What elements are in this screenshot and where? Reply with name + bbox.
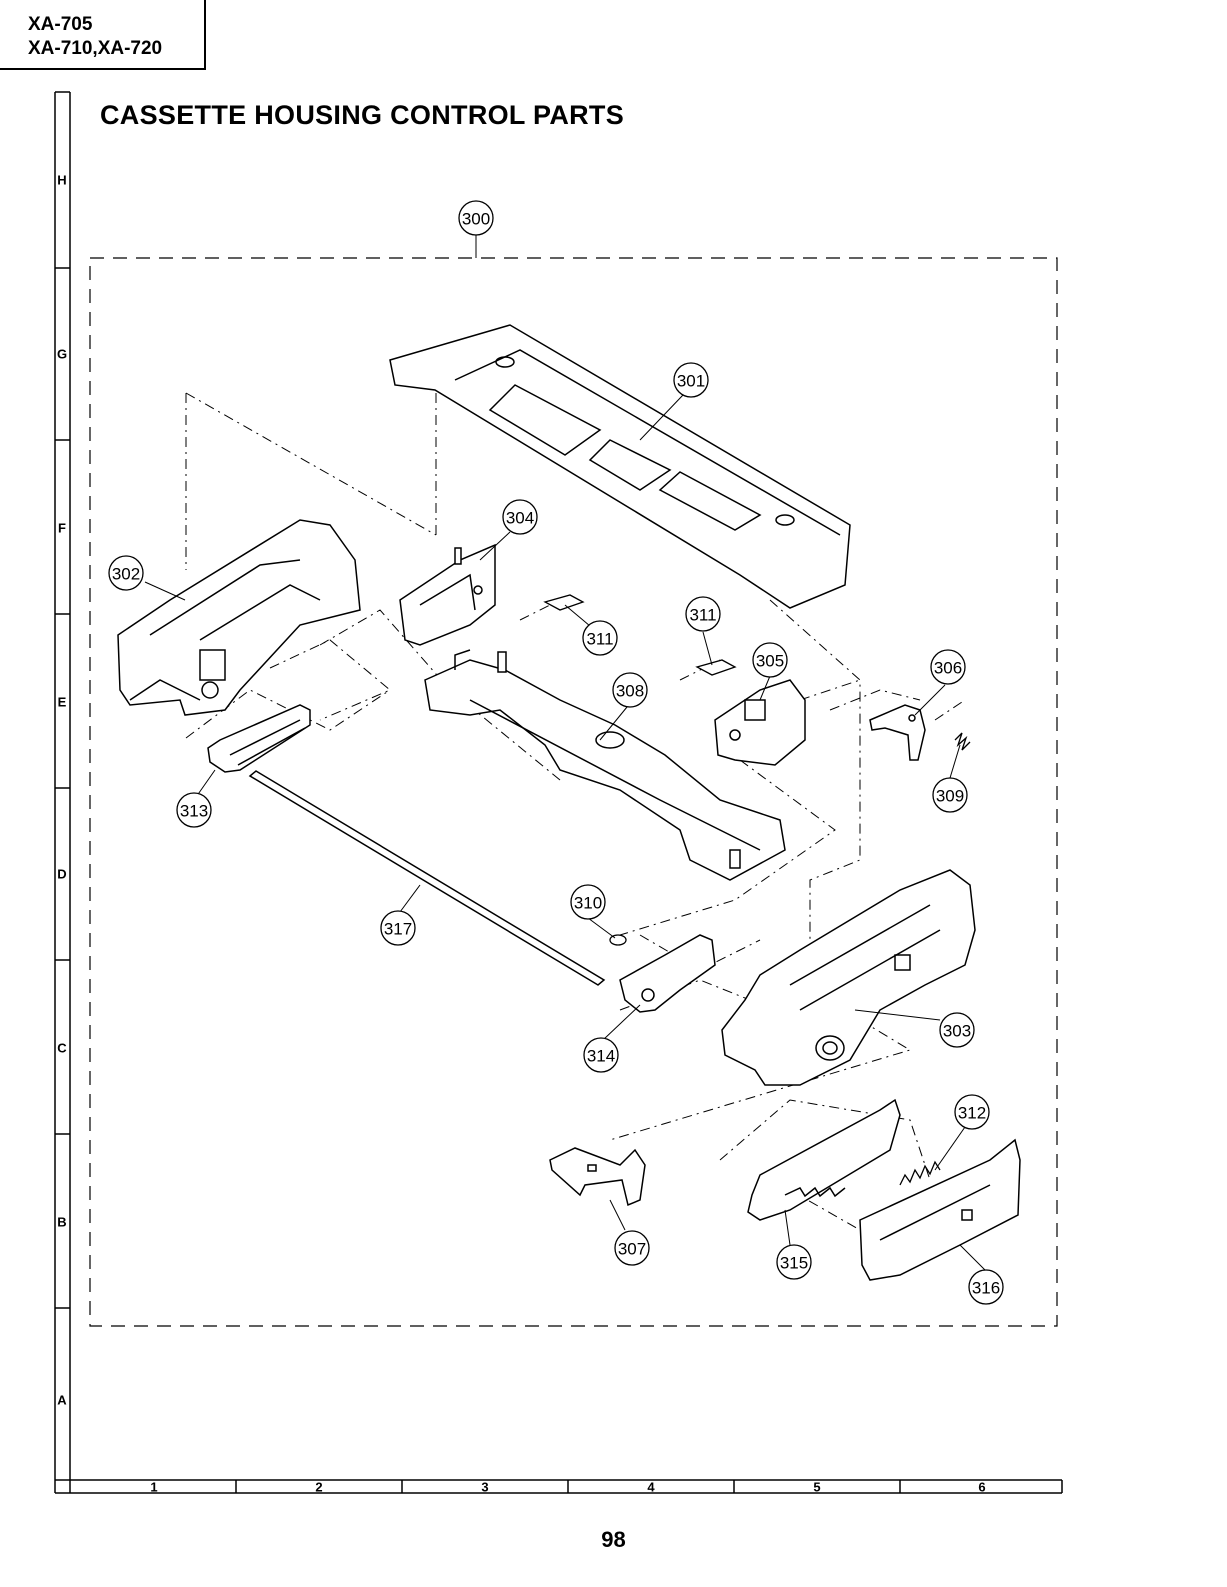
row-label: D	[57, 867, 66, 882]
callout-label-308: 308	[616, 682, 644, 701]
callout-label-315: 315	[780, 1254, 808, 1273]
part-317-shaft	[250, 771, 604, 985]
part-303-right-frame	[722, 870, 975, 1085]
column-ruler	[55, 1480, 1062, 1493]
column-label: 1	[150, 1480, 157, 1495]
column-label: 3	[481, 1480, 488, 1495]
callout-label-301: 301	[677, 372, 705, 391]
callout-label-307: 307	[618, 1240, 646, 1259]
callout-label-316: 316	[972, 1279, 1000, 1298]
callout-label-302: 302	[112, 565, 140, 584]
row-label: F	[58, 521, 66, 536]
row-ruler	[55, 92, 70, 1493]
row-label: C	[57, 1041, 67, 1056]
callout-label-317: 317	[384, 920, 412, 939]
column-label: 6	[978, 1480, 985, 1495]
column-label: 4	[647, 1480, 655, 1495]
part-316-plate-slider	[860, 1140, 1020, 1280]
part-315-rack-slider	[748, 1100, 900, 1220]
callout-label-311-upper: 311	[586, 630, 613, 649]
column-label: 5	[813, 1480, 820, 1495]
callout-label-300: 300	[462, 210, 490, 229]
part-311-clip-lower	[697, 660, 735, 675]
column-label: 2	[315, 1480, 322, 1495]
row-label: G	[57, 347, 67, 362]
part-305-bracket	[715, 680, 805, 765]
part-311-clip-upper	[545, 595, 583, 610]
callout-label-306: 306	[934, 659, 962, 678]
part-307-lever	[550, 1148, 645, 1205]
callout-label-311-lower: 311	[689, 606, 716, 625]
part-309-spring	[955, 733, 970, 750]
part-302-left-frame	[118, 520, 360, 715]
callout-label-313: 313	[180, 802, 208, 821]
callout-label-309: 309	[936, 787, 964, 806]
row-label: B	[57, 1215, 66, 1230]
callout-label-305: 305	[756, 652, 784, 671]
part-313-slider	[208, 705, 310, 772]
callout-label-303: 303	[943, 1022, 971, 1041]
callout-label-304: 304	[506, 509, 534, 528]
part-312-spring	[900, 1162, 940, 1185]
callout-label-314: 314	[587, 1047, 615, 1066]
row-label: A	[57, 1393, 67, 1408]
row-ruler-labels: H G F E D C B A	[57, 173, 67, 1408]
callout-label-312: 312	[958, 1104, 986, 1123]
assembly-guide-lines	[186, 393, 965, 1230]
row-label: E	[58, 695, 67, 710]
page-number: 98	[0, 1527, 1227, 1553]
part-314-lever	[620, 935, 715, 1012]
part-308-base-plate	[425, 650, 785, 880]
row-label: H	[57, 173, 66, 188]
part-304-bracket	[400, 545, 495, 645]
callout-label-310: 310	[574, 894, 602, 913]
